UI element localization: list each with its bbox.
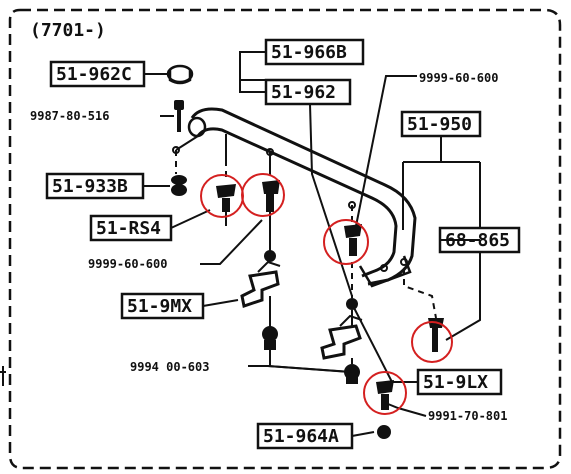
- svg-text:51-962C: 51-962C: [56, 64, 132, 85]
- handle-bar: [172, 107, 417, 288]
- stack-line-right: [267, 103, 353, 373]
- svg-text:51-9MX: 51-9MX: [127, 296, 192, 317]
- bolt-9991-part: [376, 380, 394, 410]
- highlight-mid-bolt: [241, 173, 285, 217]
- svg-text:51-950: 51-950: [407, 114, 472, 135]
- label-9987-80-516: 9987-80-516: [30, 109, 109, 123]
- cap-nut-part: [377, 425, 391, 439]
- label-51-962c: 51-962C: [49, 60, 146, 88]
- grommet-part: [171, 175, 187, 196]
- bolt-top-part: [344, 224, 362, 256]
- svg-text:51-RS4: 51-RS4: [96, 218, 161, 239]
- grommet-right-lower-part: [344, 364, 360, 384]
- leader-9mx: [202, 299, 239, 307]
- clamp-9lx-part: [320, 314, 363, 360]
- svg-text:51-962: 51-962: [271, 82, 336, 103]
- label-51-9mx: 51-9MX: [120, 292, 205, 320]
- svg-text:51-9LX: 51-9LX: [423, 372, 488, 393]
- edge-mark: [0, 366, 6, 386]
- bolt-mid-part: [262, 180, 280, 212]
- label-51-964a: 51-964A: [256, 422, 354, 450]
- bracket-966b-962: [239, 51, 266, 93]
- bolt-rs4-part: [216, 184, 236, 212]
- label-51-966b: 51-966B: [264, 38, 365, 66]
- label-51-962: 51-962: [264, 78, 352, 106]
- leader-68-865: [440, 239, 481, 341]
- leader-9999-top: [355, 75, 417, 227]
- svg-text:51-933B: 51-933B: [52, 176, 128, 197]
- stack-line-left: [225, 212, 271, 366]
- svg-text:51-964A: 51-964A: [263, 426, 339, 447]
- label-51-950: 51-950: [400, 110, 482, 138]
- leader-rs4: [170, 209, 211, 229]
- leader-9991: [387, 403, 427, 417]
- label-51-933b: 51-933B: [45, 172, 145, 200]
- highlight-9991: [363, 371, 407, 415]
- cap-part: [166, 64, 194, 85]
- label-9999-60-600-mid: 9999-60-600: [88, 257, 167, 271]
- leader-964a: [351, 431, 375, 437]
- label-9994-00-603: 9994 00-603: [130, 360, 209, 374]
- highlight-68-865: [411, 321, 453, 363]
- header-code: (7701-): [30, 20, 106, 41]
- svg-text:51-966B: 51-966B: [271, 42, 347, 63]
- label-9999-60-600-top: 9999-60-600: [419, 71, 498, 85]
- grommet-right-upper-part: [346, 298, 358, 310]
- label-51-9lx: 51-9LX: [416, 368, 503, 396]
- bracket-950: [402, 136, 481, 230]
- label-9991-70-801: 9991-70-801: [428, 409, 507, 423]
- label-51-rs4: 51-RS4: [89, 214, 173, 242]
- clamp-9mx-part: [240, 260, 281, 308]
- highlight-top-bolt: [323, 219, 369, 265]
- leader-9999-mid: [200, 219, 263, 265]
- bolt-small-part: [174, 100, 184, 132]
- leader-9lx: [349, 299, 418, 383]
